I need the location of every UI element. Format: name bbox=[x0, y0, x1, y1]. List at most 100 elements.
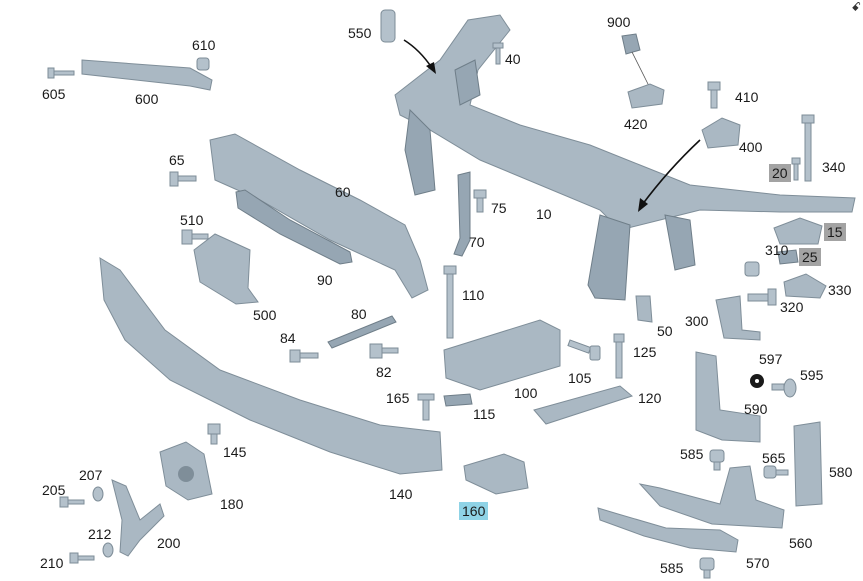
part-900-clip bbox=[621, 33, 641, 55]
front-frame-part-10 bbox=[394, 14, 856, 301]
part-585-bolt-lower bbox=[699, 557, 715, 579]
label-75: 75 bbox=[491, 200, 507, 216]
label-205: 205 bbox=[42, 482, 66, 498]
label-410: 410 bbox=[735, 89, 759, 105]
label-340: 340 bbox=[822, 159, 846, 175]
part-115-clip bbox=[443, 393, 473, 407]
label-320: 320 bbox=[780, 299, 804, 315]
part-207-washer bbox=[92, 486, 104, 502]
part-165-bolt bbox=[417, 393, 435, 421]
label-585-lower: 585 bbox=[660, 560, 684, 576]
label-140: 140 bbox=[389, 486, 413, 502]
label-15: 15 bbox=[824, 223, 846, 241]
label-560: 560 bbox=[789, 535, 813, 551]
part-65-bolt bbox=[169, 171, 197, 187]
part-420-bracket bbox=[627, 83, 665, 109]
part-510-bolt bbox=[181, 229, 209, 245]
part-595-bolt bbox=[771, 378, 797, 398]
part-15-bracket bbox=[773, 217, 823, 245]
label-212: 212 bbox=[88, 526, 112, 542]
part-90-strip bbox=[235, 189, 353, 265]
label-565: 565 bbox=[762, 450, 786, 466]
arrow-550-head bbox=[426, 62, 436, 74]
label-180: 180 bbox=[220, 496, 244, 512]
arrow-400 bbox=[641, 139, 701, 206]
part-400-bracket bbox=[701, 117, 741, 149]
part-140-bumper-beam bbox=[99, 257, 443, 475]
label-120: 120 bbox=[638, 390, 662, 406]
part-597-washer bbox=[750, 374, 764, 388]
part-585-bolt-upper bbox=[709, 449, 725, 471]
part-300-bracket bbox=[715, 295, 761, 341]
part-560-bracket bbox=[638, 465, 785, 529]
part-75-bolt bbox=[473, 189, 487, 213]
part-340-bolt bbox=[801, 114, 815, 182]
corner-mark: ꗃ bbox=[851, 0, 861, 14]
part-610-nut bbox=[196, 57, 210, 71]
part-180-bracket bbox=[159, 441, 213, 501]
label-110: 110 bbox=[462, 287, 485, 303]
part-50-cover bbox=[635, 295, 653, 323]
label-105: 105 bbox=[568, 370, 592, 386]
part-40-bolt bbox=[492, 42, 504, 65]
part-565-bolt bbox=[763, 465, 789, 479]
label-590: 590 bbox=[744, 401, 768, 417]
label-60: 60 bbox=[335, 184, 351, 200]
part-590-bracket bbox=[695, 351, 761, 443]
label-25: 25 bbox=[799, 248, 821, 266]
label-400: 400 bbox=[739, 139, 763, 155]
label-330: 330 bbox=[828, 282, 852, 298]
part-330-bracket bbox=[783, 273, 827, 299]
label-420: 420 bbox=[624, 116, 648, 132]
label-585-upper: 585 bbox=[680, 446, 704, 462]
label-550: 550 bbox=[348, 25, 372, 41]
part-200-bracket bbox=[111, 479, 165, 557]
label-580: 580 bbox=[829, 464, 853, 480]
label-300: 300 bbox=[685, 313, 709, 329]
label-600: 600 bbox=[135, 91, 159, 107]
part-410-bolt bbox=[707, 81, 721, 109]
part-310-nut bbox=[744, 261, 760, 277]
label-70: 70 bbox=[469, 234, 485, 250]
part-125-bolt bbox=[613, 333, 625, 379]
part-80-rod bbox=[327, 315, 397, 349]
part-25-clip bbox=[777, 249, 799, 265]
part-20-bolt bbox=[791, 157, 801, 181]
part-320-bolt bbox=[747, 288, 777, 306]
part-110-bolt bbox=[443, 265, 457, 339]
label-210: 210 bbox=[40, 555, 64, 571]
label-82: 82 bbox=[376, 364, 392, 380]
label-595: 595 bbox=[800, 367, 824, 383]
label-570: 570 bbox=[746, 555, 770, 571]
arrow-550 bbox=[403, 39, 433, 69]
label-165: 165 bbox=[386, 390, 410, 406]
arrow-400-head bbox=[638, 198, 648, 212]
part-205-bolt bbox=[59, 496, 85, 508]
part-84-bolt bbox=[289, 349, 319, 363]
label-40: 40 bbox=[505, 51, 521, 67]
label-125: 125 bbox=[633, 344, 657, 360]
label-207: 207 bbox=[79, 467, 103, 483]
label-80: 80 bbox=[351, 306, 367, 322]
part-70-rod bbox=[453, 171, 471, 257]
part-605-bolt bbox=[47, 67, 75, 79]
label-10: 10 bbox=[536, 206, 552, 222]
label-115: 115 bbox=[473, 406, 496, 422]
label-310: 310 bbox=[765, 242, 789, 258]
part-212-washer bbox=[102, 542, 114, 558]
part-100-housing bbox=[443, 319, 561, 391]
part-570-bracket bbox=[597, 507, 739, 553]
label-900: 900 bbox=[607, 14, 631, 30]
label-145: 145 bbox=[223, 444, 247, 460]
label-100: 100 bbox=[514, 385, 538, 401]
label-65: 65 bbox=[169, 152, 185, 168]
part-550-bolt bbox=[380, 9, 396, 43]
part-105-bolt bbox=[567, 339, 601, 361]
part-500-bracket bbox=[193, 233, 259, 305]
label-610: 610 bbox=[192, 37, 216, 53]
label-160: 160 bbox=[459, 502, 489, 520]
label-20: 20 bbox=[769, 164, 791, 182]
label-84: 84 bbox=[280, 330, 296, 346]
part-160-bracket bbox=[463, 453, 529, 495]
